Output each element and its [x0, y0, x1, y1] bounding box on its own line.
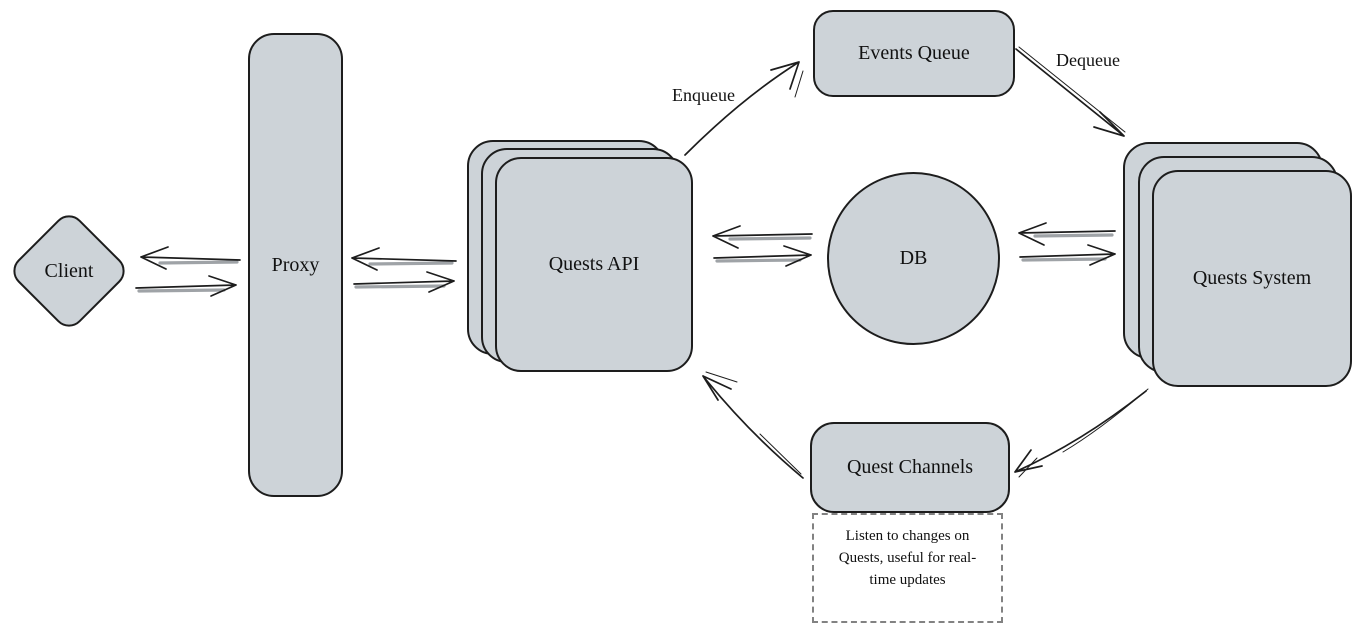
node-db: DB	[827, 172, 1000, 345]
edge-proxy-quests-api	[351, 247, 457, 293]
quest-channels-note: Listen to changes on Quests, useful for …	[812, 513, 1003, 623]
quests-system-label: Quests System	[1192, 267, 1312, 289]
edge-quests-api-db	[712, 225, 813, 267]
quests-api-card-front: Quests API	[495, 157, 693, 372]
node-quest-channels: Quest Channels	[810, 422, 1010, 513]
node-quests-system: Quests System	[1123, 142, 1354, 388]
dequeue-edge-label: Dequeue	[1056, 50, 1120, 70]
quests-system-card-front: Quests System	[1152, 170, 1352, 387]
edge-db-quests-system	[1018, 222, 1116, 266]
db-label: DB	[899, 247, 928, 269]
edge-system-to-channels	[1014, 388, 1149, 478]
node-events-queue: Events Queue	[813, 10, 1015, 97]
proxy-label: Proxy	[271, 253, 320, 276]
client-label: Client	[44, 259, 94, 282]
edge-enqueue	[684, 61, 804, 156]
node-proxy: Proxy	[248, 33, 343, 497]
enqueue-edge-label: Enqueue	[672, 85, 735, 105]
quests-api-label: Quests API	[548, 253, 640, 275]
quest-channels-label: Quest Channels	[846, 456, 974, 478]
edge-channels-to-api	[702, 371, 804, 479]
note-text: Listen to changes on Quests, useful for …	[838, 528, 977, 588]
edge-client-proxy	[135, 246, 241, 297]
node-client: Client	[6, 208, 132, 334]
events-queue-label: Events Queue	[858, 42, 970, 64]
node-quests-api: Quests API	[467, 140, 693, 373]
